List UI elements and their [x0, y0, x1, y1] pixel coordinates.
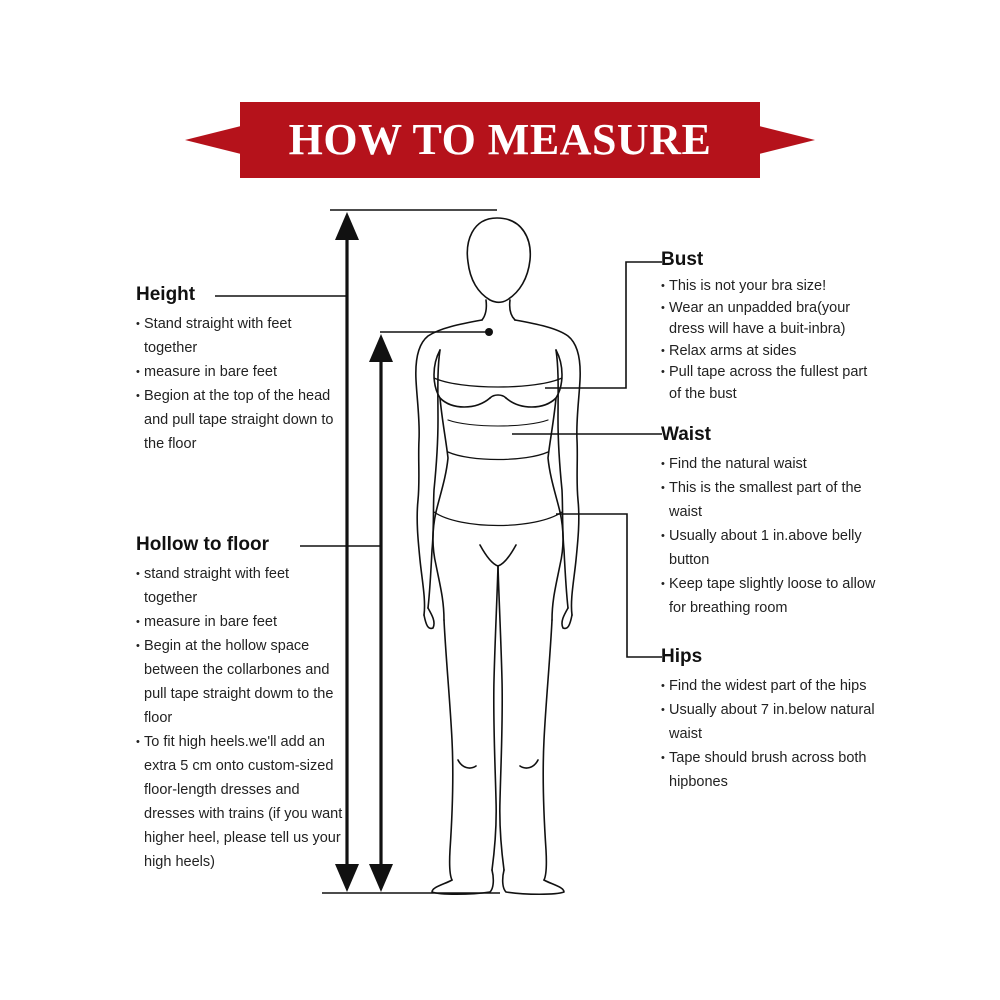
list-item: To fit high heels.we'll add an extra 5 c…	[136, 730, 346, 874]
bust-section: Bust This is not your bra size! Wear an …	[661, 249, 881, 405]
list-item: This is not your bra size!	[661, 276, 881, 298]
hollow-to-floor-section: Hollow to floor stand straight with feet…	[136, 534, 346, 874]
list-item: Begion at the top of the head and pull t…	[136, 384, 346, 456]
header-banner: HOW TO MEASURE	[185, 102, 815, 178]
waist-heading: Waist	[661, 424, 711, 445]
banner-ribbon	[185, 102, 815, 178]
list-item: Begin at the hollow space between the co…	[136, 634, 346, 730]
measurement-lines	[215, 209, 662, 894]
height-heading: Height	[136, 284, 196, 305]
list-item: Tape should brush across both hipbones	[661, 746, 881, 794]
hips-instructions: Find the widest part of the hips Usually…	[661, 674, 881, 794]
list-item: Pull tape across the fullest part of the…	[661, 362, 881, 405]
list-item: Usually about 1 in.above belly button	[661, 524, 881, 572]
list-item: stand straight with feet together	[136, 562, 346, 610]
list-item: Usually about 7 in.below natural waist	[661, 698, 881, 746]
woman-outline	[415, 217, 581, 896]
height-instructions: Stand straight with feet together measur…	[136, 312, 346, 456]
height-section: Height Stand straight with feet together…	[136, 284, 346, 456]
bust-instructions: This is not your bra size! Wear an unpad…	[661, 276, 881, 405]
page-title: HOW TO MEASURE	[288, 115, 712, 164]
list-item: This is the smallest part of the waist	[661, 476, 881, 524]
list-item: measure in bare feet	[136, 610, 346, 634]
hips-section: Hips Find the widest part of the hips Us…	[661, 646, 881, 794]
list-item: Find the natural waist	[661, 452, 881, 476]
hollow-instructions: stand straight with feet together measur…	[136, 562, 346, 874]
hollow-heading: Hollow to floor	[136, 534, 269, 555]
list-item: Relax arms at sides	[661, 341, 881, 363]
list-item: Wear an unpadded bra(your dress will hav…	[661, 298, 881, 341]
list-item: Keep tape slightly loose to allow for br…	[661, 572, 881, 620]
waist-instructions: Find the natural waist This is the small…	[661, 452, 881, 620]
hips-heading: Hips	[661, 646, 703, 667]
list-item: Find the widest part of the hips	[661, 674, 881, 698]
list-item: measure in bare feet	[136, 360, 346, 384]
list-item: Stand straight with feet together	[136, 312, 346, 360]
bust-heading: Bust	[661, 249, 704, 270]
waist-section: Waist Find the natural waist This is the…	[661, 424, 881, 620]
